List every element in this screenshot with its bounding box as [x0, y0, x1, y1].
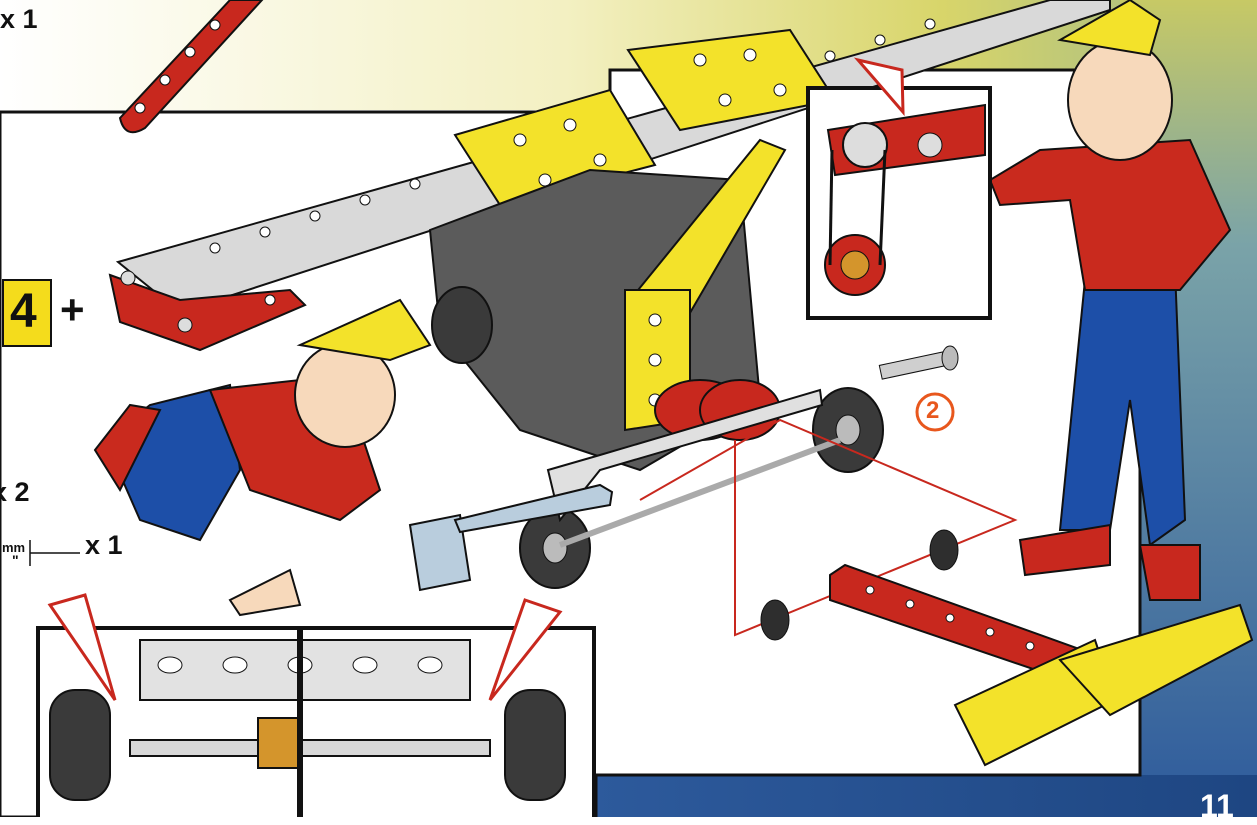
callout-number: 2 [926, 397, 939, 425]
step-plus: + [60, 286, 85, 334]
size-unit-in: " [12, 552, 19, 568]
belt-detail-inset [808, 60, 990, 318]
quantity-label-mid: x 2 [0, 477, 30, 508]
quantity-label-top: x 1 [0, 4, 38, 35]
page-number: 11 [1200, 788, 1234, 825]
quantity-label-bottom: x 1 [85, 530, 123, 561]
step-number: 4 [10, 284, 37, 339]
axle-detail-inset [38, 595, 594, 817]
bottom-band [590, 775, 1257, 817]
